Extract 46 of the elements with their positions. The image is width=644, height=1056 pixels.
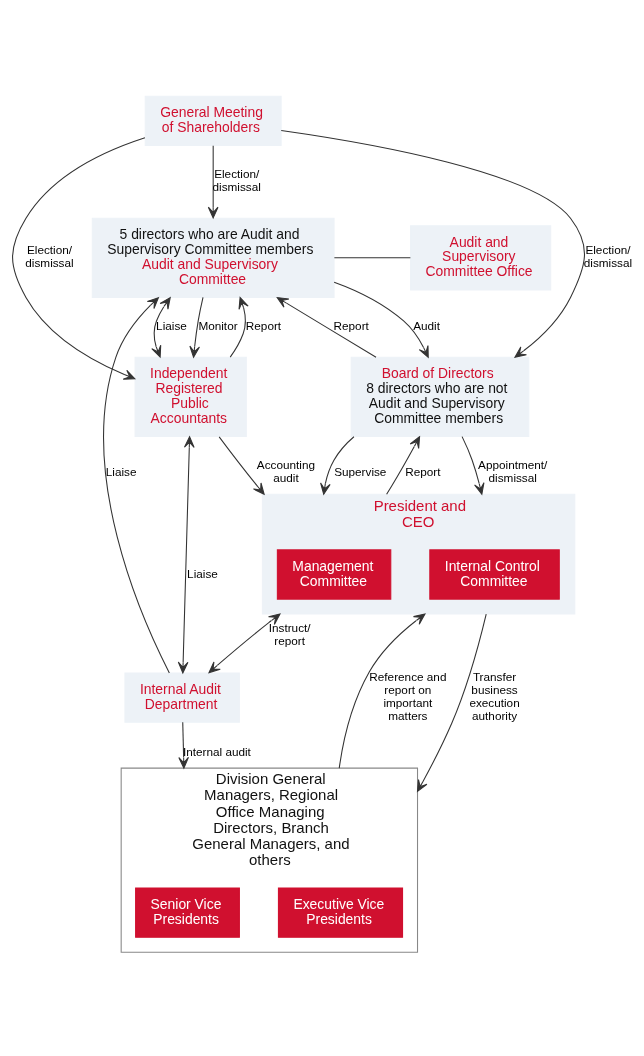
edge-label: Supervise (334, 464, 387, 478)
node-box: Senior Vice Presidents (135, 886, 240, 938)
edge-label: Monitor (198, 318, 238, 332)
arrow (386, 435, 421, 495)
connector (333, 256, 411, 258)
edge-label: Election/ dismissal (583, 242, 633, 269)
node-box: Management Committee (276, 548, 392, 600)
edge-label: Instruct/ report (268, 620, 311, 647)
arrow (151, 296, 171, 357)
node-box: Audit and Supervisory Committee Office (410, 224, 552, 290)
arrow (280, 129, 585, 358)
edge-label: Report (245, 318, 282, 332)
edge-label: Liaise (187, 566, 218, 579)
edge-label: Transfer business execution authority (469, 669, 520, 722)
edge-label: Liaise (105, 464, 137, 478)
arrow (178, 721, 189, 769)
arrow (189, 296, 204, 358)
arrow (103, 296, 170, 673)
edge-label: Report (405, 464, 441, 478)
edge-label: Election/ dismissal (25, 242, 74, 269)
node-box: Executive Vice Presidents (277, 886, 404, 938)
arrow (229, 296, 249, 358)
node-box: Board of Directors 8 directors who are not Audit and Supervisory Committee members (350, 356, 530, 437)
arrow (177, 435, 195, 673)
arrow (338, 613, 426, 769)
node-box: Internal Audit Department (124, 671, 240, 723)
arrow (320, 435, 355, 495)
node-box: 5 directors who are Audit and Supervisory Committee members Audit and Supervisory Committee (91, 217, 335, 298)
node-box: Independent Registered Public Accountants (134, 356, 247, 437)
node-box: Internal Control Committee (429, 548, 560, 600)
edge-label: Internal audit (182, 744, 251, 758)
edge-label: Liaise (156, 318, 187, 332)
arrow (208, 613, 281, 673)
node-box: General Meeting of Shareholders (144, 95, 282, 146)
edge-label: Appointment/ dismissal (478, 457, 548, 484)
edge-label: Audit (413, 318, 441, 332)
edge-label: Accounting audit (256, 457, 315, 484)
arrow (12, 136, 146, 380)
arrow (276, 296, 377, 358)
arrow (207, 144, 219, 218)
arrow (218, 435, 265, 495)
edge-label: Reference and report on important matters (369, 669, 447, 722)
arrow (416, 613, 487, 792)
arrow (461, 435, 485, 495)
edge-label: Report (333, 318, 369, 332)
arrow (333, 281, 429, 358)
